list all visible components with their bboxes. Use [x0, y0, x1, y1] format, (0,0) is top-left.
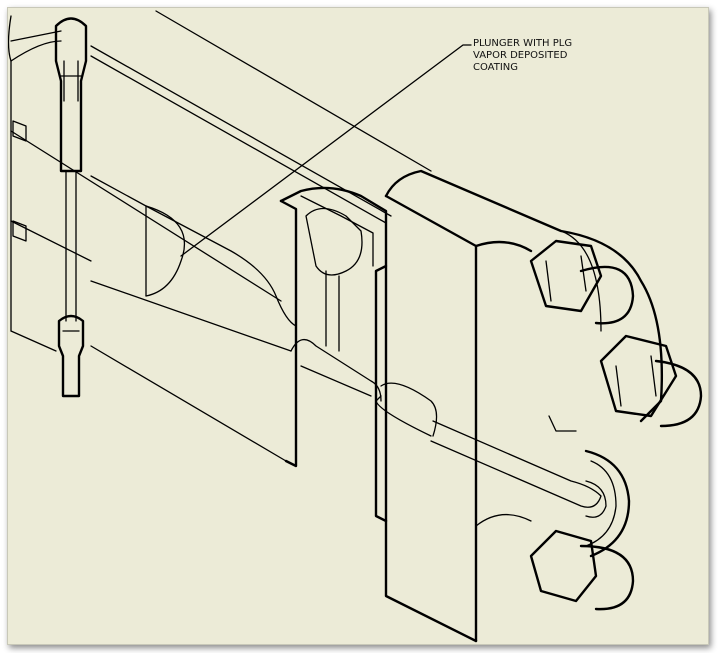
hex-bolt-middle	[599, 334, 703, 428]
cad-drawing	[8, 10, 703, 643]
plunger	[375, 382, 602, 508]
end-block	[384, 169, 664, 643]
hex-bolt-top	[529, 239, 635, 325]
callout-line-2: VAPOR DEPOSITED	[473, 50, 568, 61]
callout-line-1: PLUNGER WITH PLG	[473, 38, 573, 49]
hex-bolt-bottom	[529, 449, 635, 611]
callout-line-3: COATING	[473, 62, 519, 73]
callout-leader-line	[180, 44, 472, 257]
left-pin-post	[12, 17, 88, 398]
barrel-body	[8, 10, 432, 462]
middle-flange	[279, 186, 388, 523]
